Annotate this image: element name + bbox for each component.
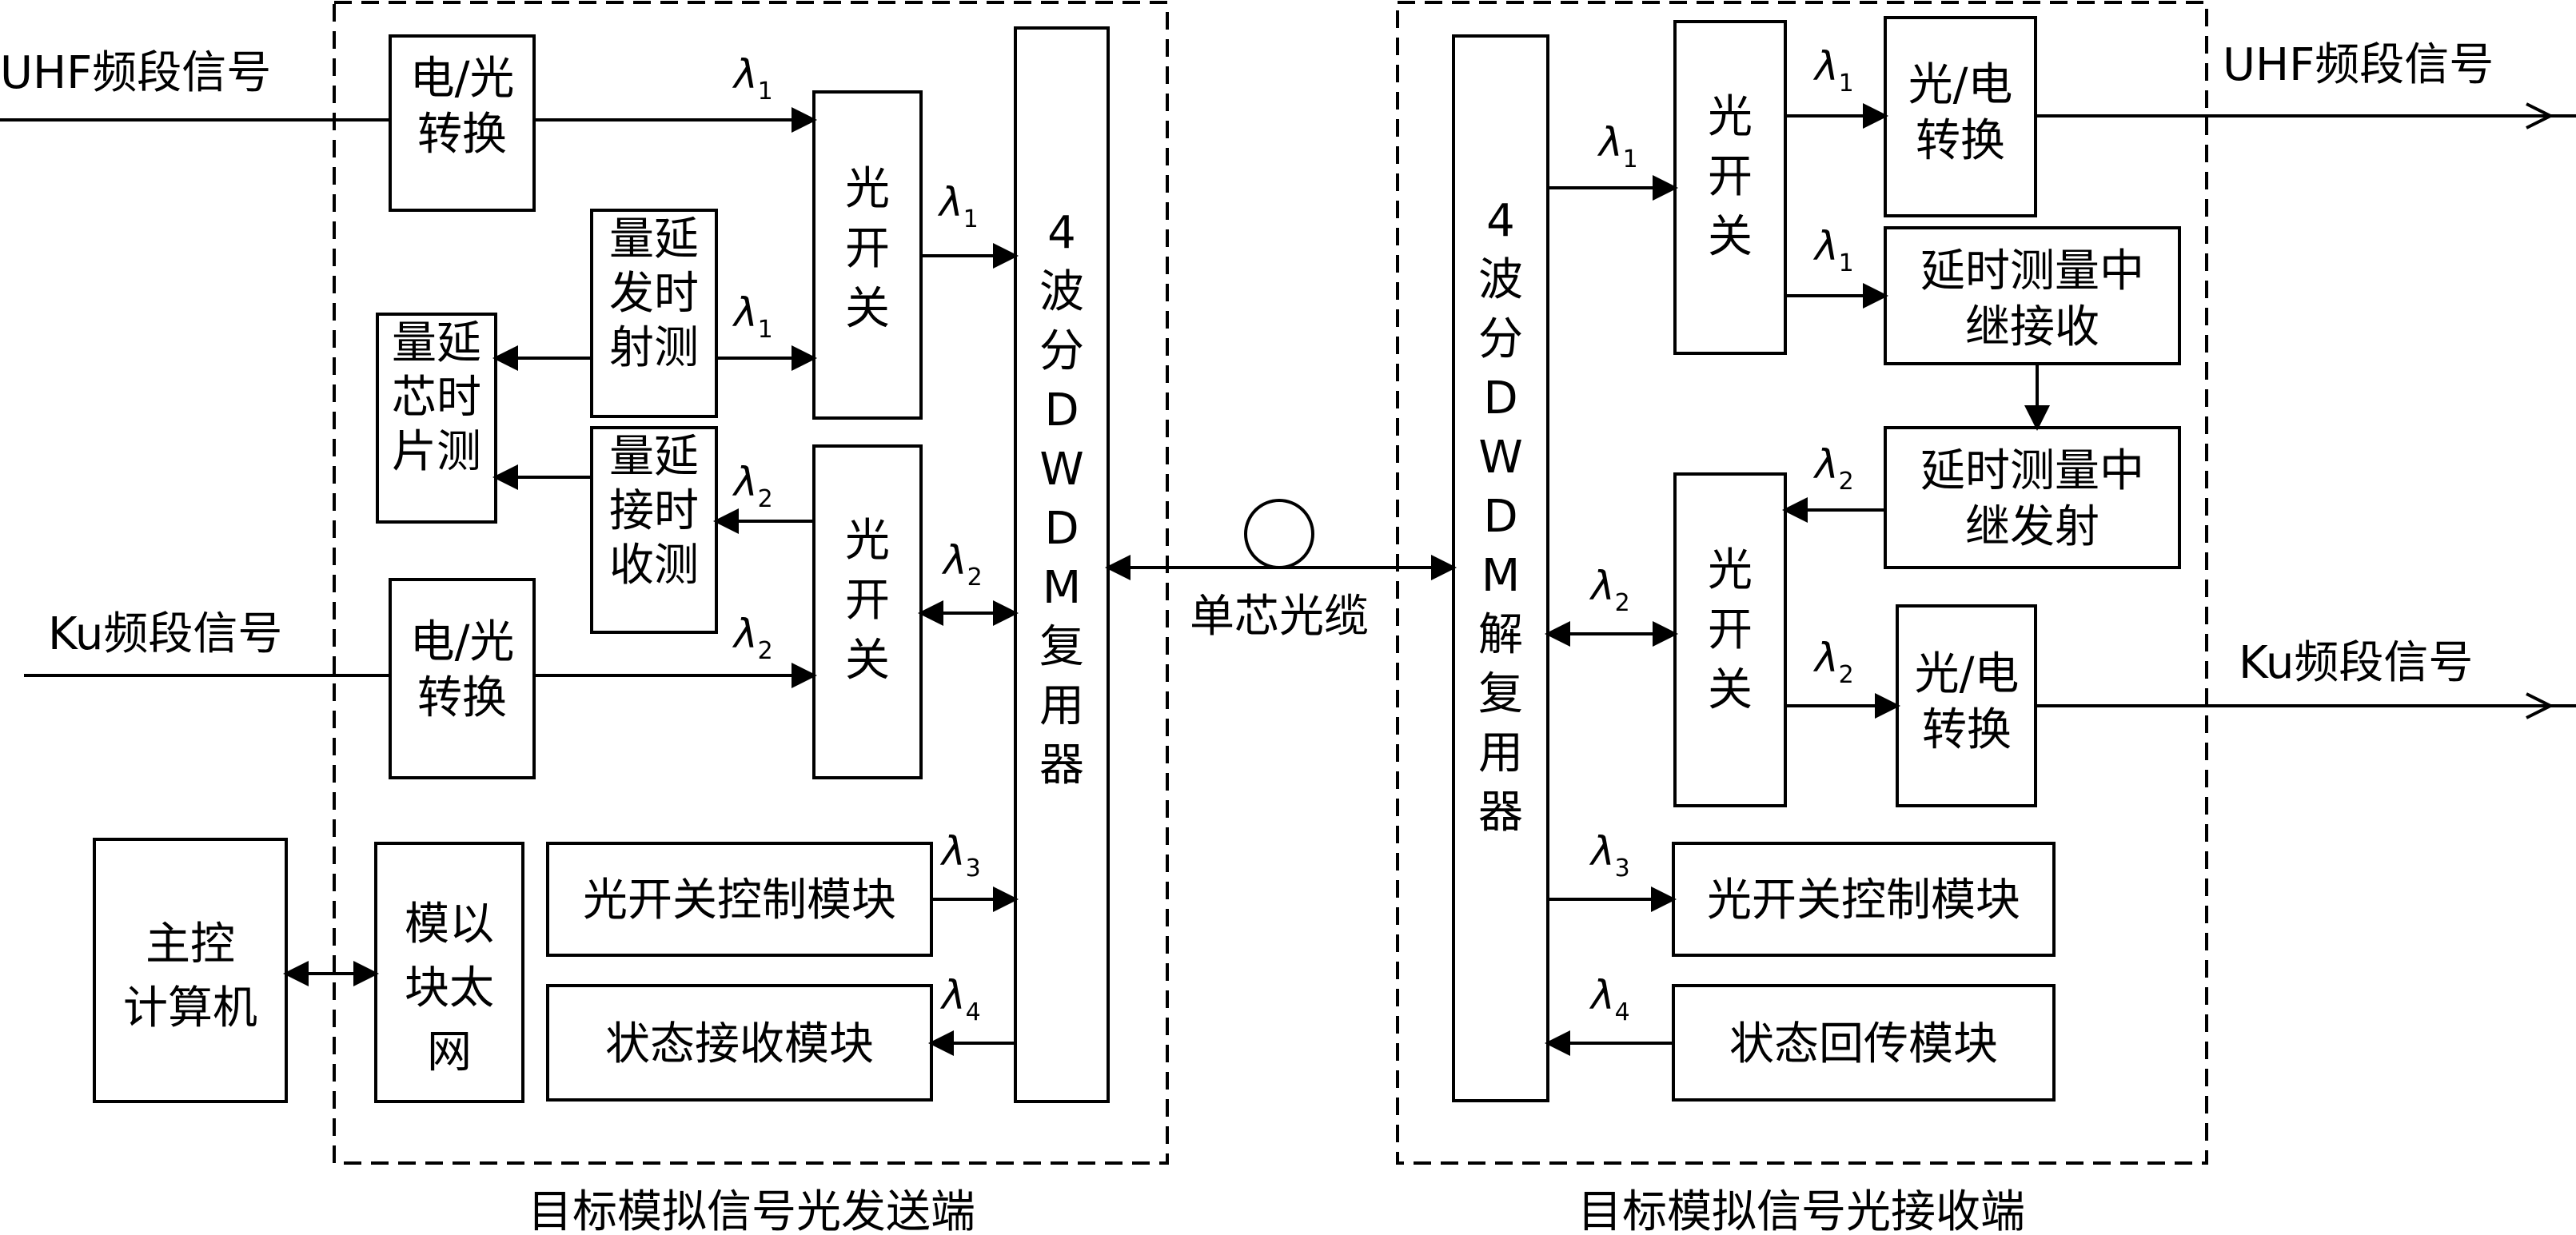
oe-converter-ku bbox=[1896, 604, 2037, 807]
relay-receive bbox=[1884, 226, 2181, 365]
optical-switch-receiver-top bbox=[1673, 20, 1787, 355]
delay-chip-label: 量延芯时片测 bbox=[392, 317, 481, 478]
wavelength-label-l4: λ4 bbox=[939, 972, 981, 1026]
wavelength-label-l2: λ2 bbox=[1812, 635, 1854, 689]
wavelength-label-l1: λ1 bbox=[732, 289, 773, 344]
receiver-caption: 目标模拟信号光接收端 bbox=[1577, 1186, 2025, 1235]
wavelength-label-l3: λ3 bbox=[1589, 828, 1630, 882]
sw-s1-label: 光开关 bbox=[845, 163, 890, 335]
host-computer bbox=[93, 838, 288, 1103]
host-label: 主控计算机 bbox=[123, 918, 257, 1034]
eo-converter-ku bbox=[389, 578, 536, 779]
delay-rx-label: 量延接时收测 bbox=[609, 431, 699, 592]
sw-ctrl-s-label: 光开关控制模块 bbox=[583, 874, 896, 926]
oe-uhf-label: 光/电转换 bbox=[1908, 59, 2013, 167]
sw-s2-label: 光开关 bbox=[845, 515, 890, 687]
eo-converter-uhf bbox=[389, 34, 536, 212]
eo-uhf-label: 电/光转换 bbox=[410, 53, 515, 161]
dwdm-demux bbox=[1452, 34, 1549, 1102]
fiber-cable-label: 单芯光缆 bbox=[1190, 591, 1369, 643]
relay-tx-label: 延时测量中继发射 bbox=[1920, 445, 2144, 553]
ku-output-label: Ku频段信号 bbox=[2239, 637, 2473, 689]
eo-ku-label: 电/光转换 bbox=[410, 616, 515, 724]
wavelength-labels: λ1 λ1 λ1 λ2 λ2 λ2 λ3 λ4 λ1 λ1 λ1 λ2 λ2 λ2 λ3 λ4 bbox=[732, 43, 1854, 1026]
delay-chip bbox=[376, 313, 497, 524]
wavelength-label-l1: λ1 bbox=[937, 179, 979, 233]
delay-tx bbox=[590, 209, 718, 418]
sw-r1-label: 光开关 bbox=[1708, 91, 1753, 263]
sender-frame bbox=[333, 1, 1169, 1165]
status-tx-label: 状态回传模块 bbox=[1729, 1018, 1998, 1070]
ku-input-label: Ku频段信号 bbox=[48, 608, 282, 660]
wavelength-label-l1: λ1 bbox=[1812, 43, 1854, 98]
wavelength-label-l2: λ2 bbox=[941, 537, 983, 592]
dwdm-mux bbox=[1014, 26, 1110, 1103]
fiber-coil-icon bbox=[1244, 499, 1314, 569]
receiver-frame bbox=[1396, 1, 2208, 1165]
wavelength-label-l1: λ1 bbox=[1597, 119, 1638, 173]
uhf-input-label: UHF频段信号 bbox=[0, 47, 271, 99]
ethernet-label: 模以块太网 bbox=[405, 898, 494, 1078]
switch-control-receiver bbox=[1672, 842, 2056, 957]
wavelength-label-l2: λ2 bbox=[732, 611, 773, 665]
wavelength-label-l3: λ3 bbox=[939, 828, 981, 882]
wavelength-label-l2: λ2 bbox=[1812, 441, 1854, 496]
wavelength-label-l4: λ4 bbox=[1589, 972, 1630, 1026]
oe-ku-label: 光/电转换 bbox=[1915, 648, 2020, 756]
delay-tx-label: 量延发时射测 bbox=[609, 213, 699, 374]
optical-switch-sender-bottom bbox=[812, 444, 923, 779]
wavelength-label-l2: λ2 bbox=[1589, 563, 1630, 617]
sender-caption: 目标模拟信号光发送端 bbox=[528, 1186, 975, 1235]
uhf-output-label: UHF频段信号 bbox=[2223, 39, 2494, 91]
wavelength-label-l2: λ2 bbox=[732, 459, 773, 513]
relay-rx-label: 延时测量中继接收 bbox=[1920, 245, 2144, 353]
sw-r2-label: 光开关 bbox=[1708, 544, 1753, 716]
switch-control-sender bbox=[546, 842, 933, 957]
connections bbox=[0, 102, 2576, 1056]
relay-transmit bbox=[1884, 426, 2181, 569]
status-receive-module bbox=[546, 984, 933, 1102]
wavelength-label-l1: λ1 bbox=[732, 51, 773, 106]
status-rx-label: 状态接收模块 bbox=[605, 1018, 874, 1070]
oe-converter-uhf bbox=[1884, 16, 2037, 217]
delay-rx bbox=[590, 426, 718, 634]
wavelength-label-l1: λ1 bbox=[1812, 223, 1854, 277]
sw-ctrl-r-label: 光开关控制模块 bbox=[1707, 874, 2020, 926]
ethernet-module bbox=[374, 842, 524, 1103]
